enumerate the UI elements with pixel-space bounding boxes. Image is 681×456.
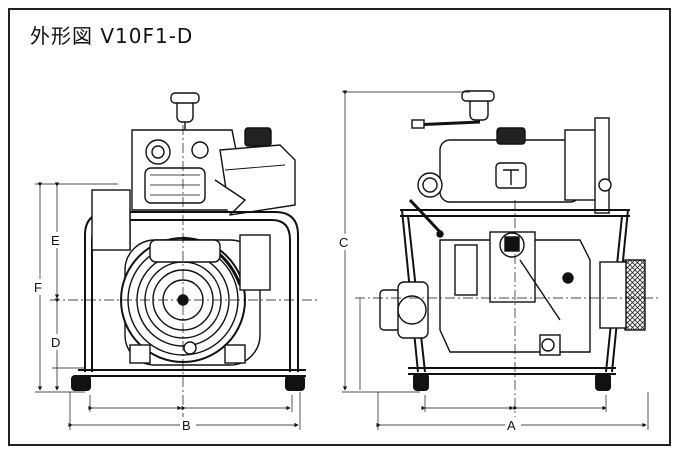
side-inlet [379,281,429,339]
dimension-labels: F E D B C A [33,232,521,433]
front-frame [71,211,306,391]
side-view [379,90,646,391]
front-pump [120,234,271,366]
side-center-lines [355,200,660,430]
front-top-handle [170,92,200,135]
front-center-lines [50,125,320,418]
side-engine-body [417,117,612,214]
dim-label-f: F [34,280,42,295]
dim-label-e: E [51,233,60,248]
dim-label-b: B [182,418,191,433]
dim-label-a: A [507,418,516,433]
side-top-handle [411,90,495,129]
side-lever [408,198,444,238]
front-view [71,92,306,391]
front-fuel-tank [214,127,296,216]
front-muffler [91,189,131,251]
dim-label-c: C [339,235,348,250]
dim-label-d: D [51,335,60,350]
side-outlet-mesh [599,259,646,331]
page-title: 外形図 V10F1-D [30,24,194,48]
